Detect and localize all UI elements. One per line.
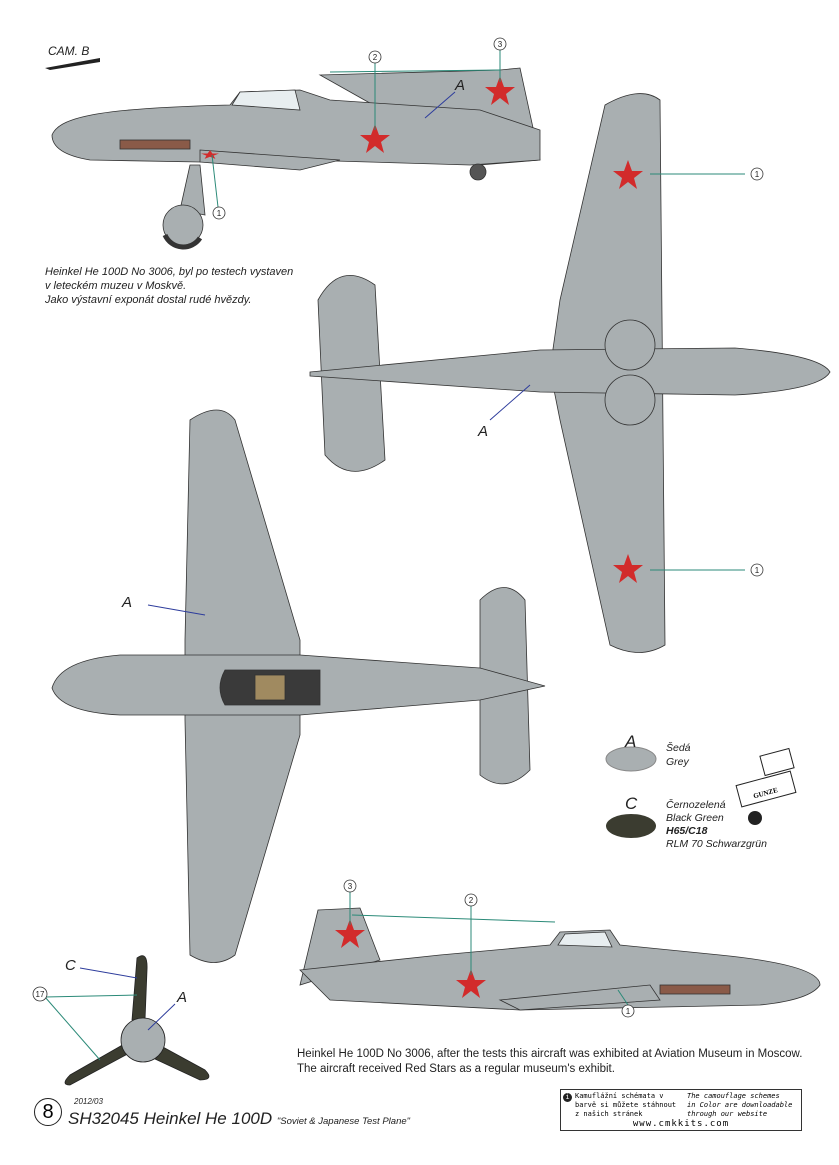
caption-en-line: The aircraft received Red Stars as a reg… [297,1063,615,1075]
caption-en: Heinkel He 100D No 3006, after the tests… [297,1047,802,1077]
callout-2: 2 [373,53,378,62]
camo-label: CAM. B [48,44,90,58]
info-en: in Color are downloadable [687,1101,793,1109]
color-label-A: A [176,989,187,1006]
legend-name-cz: Šedá [666,742,691,754]
legend-letter: C [625,794,638,813]
caption-cz: Heinkel He 100D No 3006, byl po testech … [45,265,293,307]
legend-name-cz: Černozelená [666,799,726,811]
caption-cz-line: Heinkel He 100D No 3006, byl po testech … [45,266,294,278]
mr-color-logo [748,811,762,825]
info-en: The camouflage schemes [687,1092,780,1100]
cam-underline [45,58,100,70]
callout-1: 1 [755,566,760,575]
gunze-sangyo-logo: GUNZE [735,747,797,808]
legend-name-en: Grey [666,756,689,768]
callout-17: 17 [36,990,45,999]
legend-name-en: Black Green [666,812,724,824]
info-cz: barvě si můžete stáhnout [575,1101,677,1109]
info-icon: i [563,1093,572,1102]
info-en: through our website [687,1110,768,1118]
leader-lines-blue [79,91,531,1031]
website-link[interactable]: www.cmkkits.com [632,1119,730,1129]
top-view-upper-surface [309,93,831,653]
color-label-A: A [121,594,132,611]
callout-1: 1 [755,170,760,179]
swatch-grey [605,746,657,772]
kit-subtitle: "Soviet & Japanese Test Plane" [276,1116,411,1127]
legend-letter: A [625,732,637,751]
callout-lines [44,50,745,1061]
bottom-view-lower-surface [51,409,546,963]
footer-title-line: SH32045 Heinkel He 100D "Soviet & Japane… [68,1109,410,1131]
propeller [64,955,210,1086]
side-view-left-profile [51,67,541,250]
side-view-right-profile [299,907,821,1011]
callout-1: 1 [217,209,222,218]
legend-rlm: RLM 70 Schwarzgrün [666,838,767,850]
kit-title: SH32045 Heinkel He 100D [68,1109,273,1128]
callout-3: 3 [348,882,353,891]
caption-cz-line: Jako výstavní exponát dostal rudé hvězdy… [45,294,252,306]
color-label-A: A [477,423,488,440]
callout-circles [32,37,764,1018]
page-number: 8 [34,1098,62,1126]
legend-paint-code: H65/C18 [666,825,708,837]
callout-2: 2 [469,896,474,905]
color-label-A: A [454,77,465,94]
color-label-C: C [65,957,76,974]
footer-date: 2012/03 [74,1097,103,1106]
info-cz: z našich stránek [575,1110,643,1118]
caption-cz-line: v leteckém muzeu v Moskvě. [45,280,187,292]
caption-en-line: Heinkel He 100D No 3006, after the tests… [297,1048,803,1060]
swatch-black-green [606,814,656,838]
info-cz: Kamuflážní schémata v [575,1092,664,1100]
callout-3: 3 [498,40,503,49]
callout-1: 1 [626,1007,631,1016]
